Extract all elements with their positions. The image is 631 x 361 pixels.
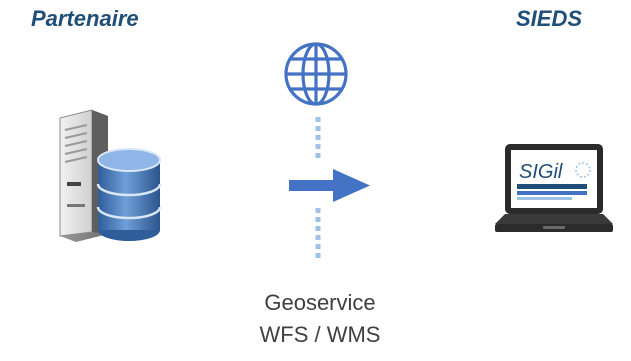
sigil-logo-text: SIGil (519, 161, 563, 183)
sieds-title: SIEDS (516, 6, 583, 31)
laptop-icon: SIGil (495, 144, 613, 232)
service-label-geoservice: Geoservice (264, 290, 376, 315)
partner-title: Partenaire (31, 6, 139, 31)
service-label-protocols: WFS / WMS (259, 322, 381, 347)
right-arrow-icon (289, 169, 370, 202)
globe-icon (284, 42, 348, 106)
server-database-icon (59, 109, 162, 242)
